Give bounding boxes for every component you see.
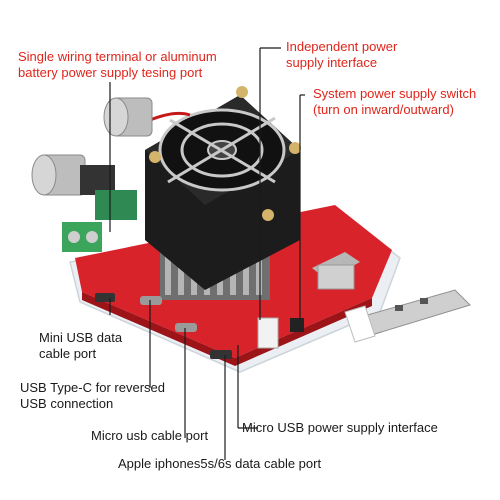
label-usb-type-c-line1: USB Type-C for reversed <box>20 380 165 395</box>
label-mini-usb-line1: Mini USB data <box>39 330 123 345</box>
fan <box>145 86 301 290</box>
label-system-switch-line1: System power supply switch <box>313 86 477 101</box>
label-micro-usb-cable: Micro usb cable port <box>91 428 208 444</box>
pointer-lines <box>109 47 305 460</box>
label-independent-power: Independent power supply interface <box>286 39 397 71</box>
white-connector <box>257 317 279 349</box>
label-mini-usb: Mini USB data cable port <box>39 330 122 362</box>
label-micro-usb-power: Micro USB power supply interface <box>242 420 438 436</box>
label-terminal-line2: battery power supply tesing port <box>18 65 203 80</box>
label-usb-type-c-line2: USB connection <box>20 396 114 411</box>
label-mini-usb-line2: cable port <box>39 346 97 361</box>
label-system-switch-line2: (turn on inward/outward) <box>313 102 454 117</box>
switch <box>290 318 304 332</box>
label-independent-power-line2: supply interface <box>286 55 378 70</box>
label-terminal-line1: Single wiring terminal or aluminum <box>18 49 217 64</box>
wiring-terminal <box>62 222 102 252</box>
label-terminal: Single wiring terminal or aluminum batte… <box>18 49 217 81</box>
label-micro-usb-power-line1: Micro USB power supply interface <box>242 420 438 435</box>
potentiometer <box>95 190 137 220</box>
knobs <box>31 97 153 196</box>
usb-a-plug <box>344 289 471 343</box>
label-apple-port: Apple iphones5s/6s data cable port <box>118 456 321 472</box>
label-usb-type-c: USB Type-C for reversed USB connection <box>20 380 165 412</box>
label-micro-usb-cable-line1: Micro usb cable port <box>91 428 209 443</box>
usb-a-port <box>312 252 360 290</box>
label-apple-port-line1: Apple iphones5s/6s data cable port <box>118 456 322 471</box>
label-system-switch: System power supply switch (turn on inwa… <box>313 86 476 118</box>
label-independent-power-line1: Independent power <box>286 39 398 54</box>
